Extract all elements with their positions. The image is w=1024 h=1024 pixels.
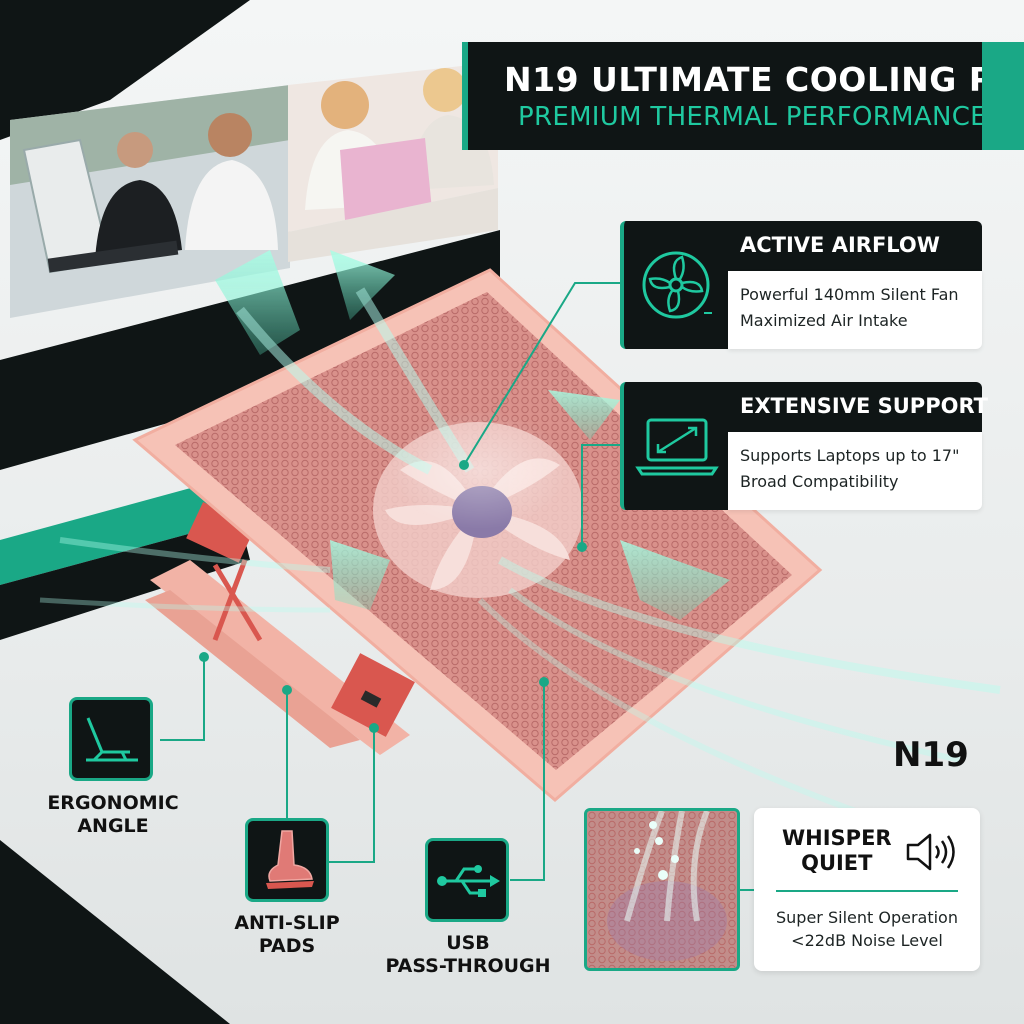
callout-label-line: ANGLE (77, 815, 149, 837)
callout-label-line: PADS (258, 935, 316, 957)
stand-frame (145, 502, 415, 755)
feature-card-airflow: ACTIVE AIRFLOW Powerful 140mm Silent Fan… (620, 221, 982, 349)
feature-line: Supports Laptops up to 17" (740, 446, 960, 465)
speaker-icon (906, 833, 955, 871)
callout-label-usb: USB PASS-THROUGH (382, 932, 554, 978)
stand-angle-icon (86, 717, 138, 762)
dark-band-top (0, 0, 250, 140)
leader-lines (160, 282, 754, 891)
model-name: N19 (893, 735, 969, 775)
callout-label-antislip: ANTI-SLIP PADS (212, 912, 362, 958)
mesh-closeup-image (587, 811, 737, 968)
accent-band (0, 480, 240, 585)
dark-band-lower (0, 520, 250, 640)
cooling-pad (132, 268, 823, 802)
stand-angle-icon-box (69, 697, 153, 781)
fan-icon-box (620, 221, 728, 349)
feature-title: ACTIVE AIRFLOW (740, 233, 940, 257)
feature-title-bar: EXTENSIVE SUPPORT (728, 382, 988, 432)
foot-pad-icon-box (245, 818, 329, 902)
feature-line: Broad Compatibility (740, 472, 899, 491)
quiet-title: WHISPER QUIET (782, 826, 892, 876)
feature-line: Powerful 140mm Silent Fan (740, 285, 959, 304)
quiet-line: Super Silent Operation (776, 908, 958, 927)
feature-line: Maximized Air Intake (740, 311, 908, 330)
quiet-title-line: QUIET (801, 851, 873, 875)
airflow-arrows (39, 250, 1001, 823)
callout-label-ergonomic: ERGONOMIC ANGLE (38, 792, 188, 838)
laptop-icon-box (620, 382, 728, 510)
quiet-title-line: WHISPER (782, 826, 892, 850)
callout-label-line: USB (446, 932, 490, 954)
fan-icon (642, 251, 712, 319)
quiet-divider (776, 890, 958, 892)
usb-icon (437, 865, 500, 897)
foot-pad-icon (266, 830, 314, 889)
callout-label-line: ERGONOMIC (47, 792, 179, 814)
feature-card-support: EXTENSIVE SUPPORT Supports Laptops up to… (620, 382, 988, 510)
usb-icon-box (425, 838, 509, 922)
feature-title-bar: ACTIVE AIRFLOW (728, 221, 982, 271)
dark-band-bottom (0, 840, 230, 1024)
mesh-closeup-photo (584, 808, 740, 971)
page-title: N19 ULTIMATE COOLING PAD (504, 60, 1024, 99)
title-accent-strip (982, 42, 1024, 150)
feature-title: EXTENSIVE SUPPORT (740, 394, 988, 418)
feature-card-quiet: WHISPER QUIET Super Silent Operation <22… (754, 808, 980, 971)
feature-description: Supports Laptops up to 17" Broad Compati… (728, 432, 982, 510)
callout-label-line: ANTI-SLIP (234, 912, 340, 934)
title-banner: N19 ULTIMATE COOLING PAD PREMIUM THERMAL… (462, 42, 1024, 150)
lifestyle-photos (10, 62, 498, 318)
callout-label-line: PASS-THROUGH (385, 955, 551, 977)
feature-description: Powerful 140mm Silent Fan Maximized Air … (728, 271, 982, 349)
page-subtitle: PREMIUM THERMAL PERFORMANCE (518, 102, 987, 132)
quiet-line: <22dB Noise Level (791, 931, 943, 950)
laptop-size-icon (635, 418, 719, 476)
